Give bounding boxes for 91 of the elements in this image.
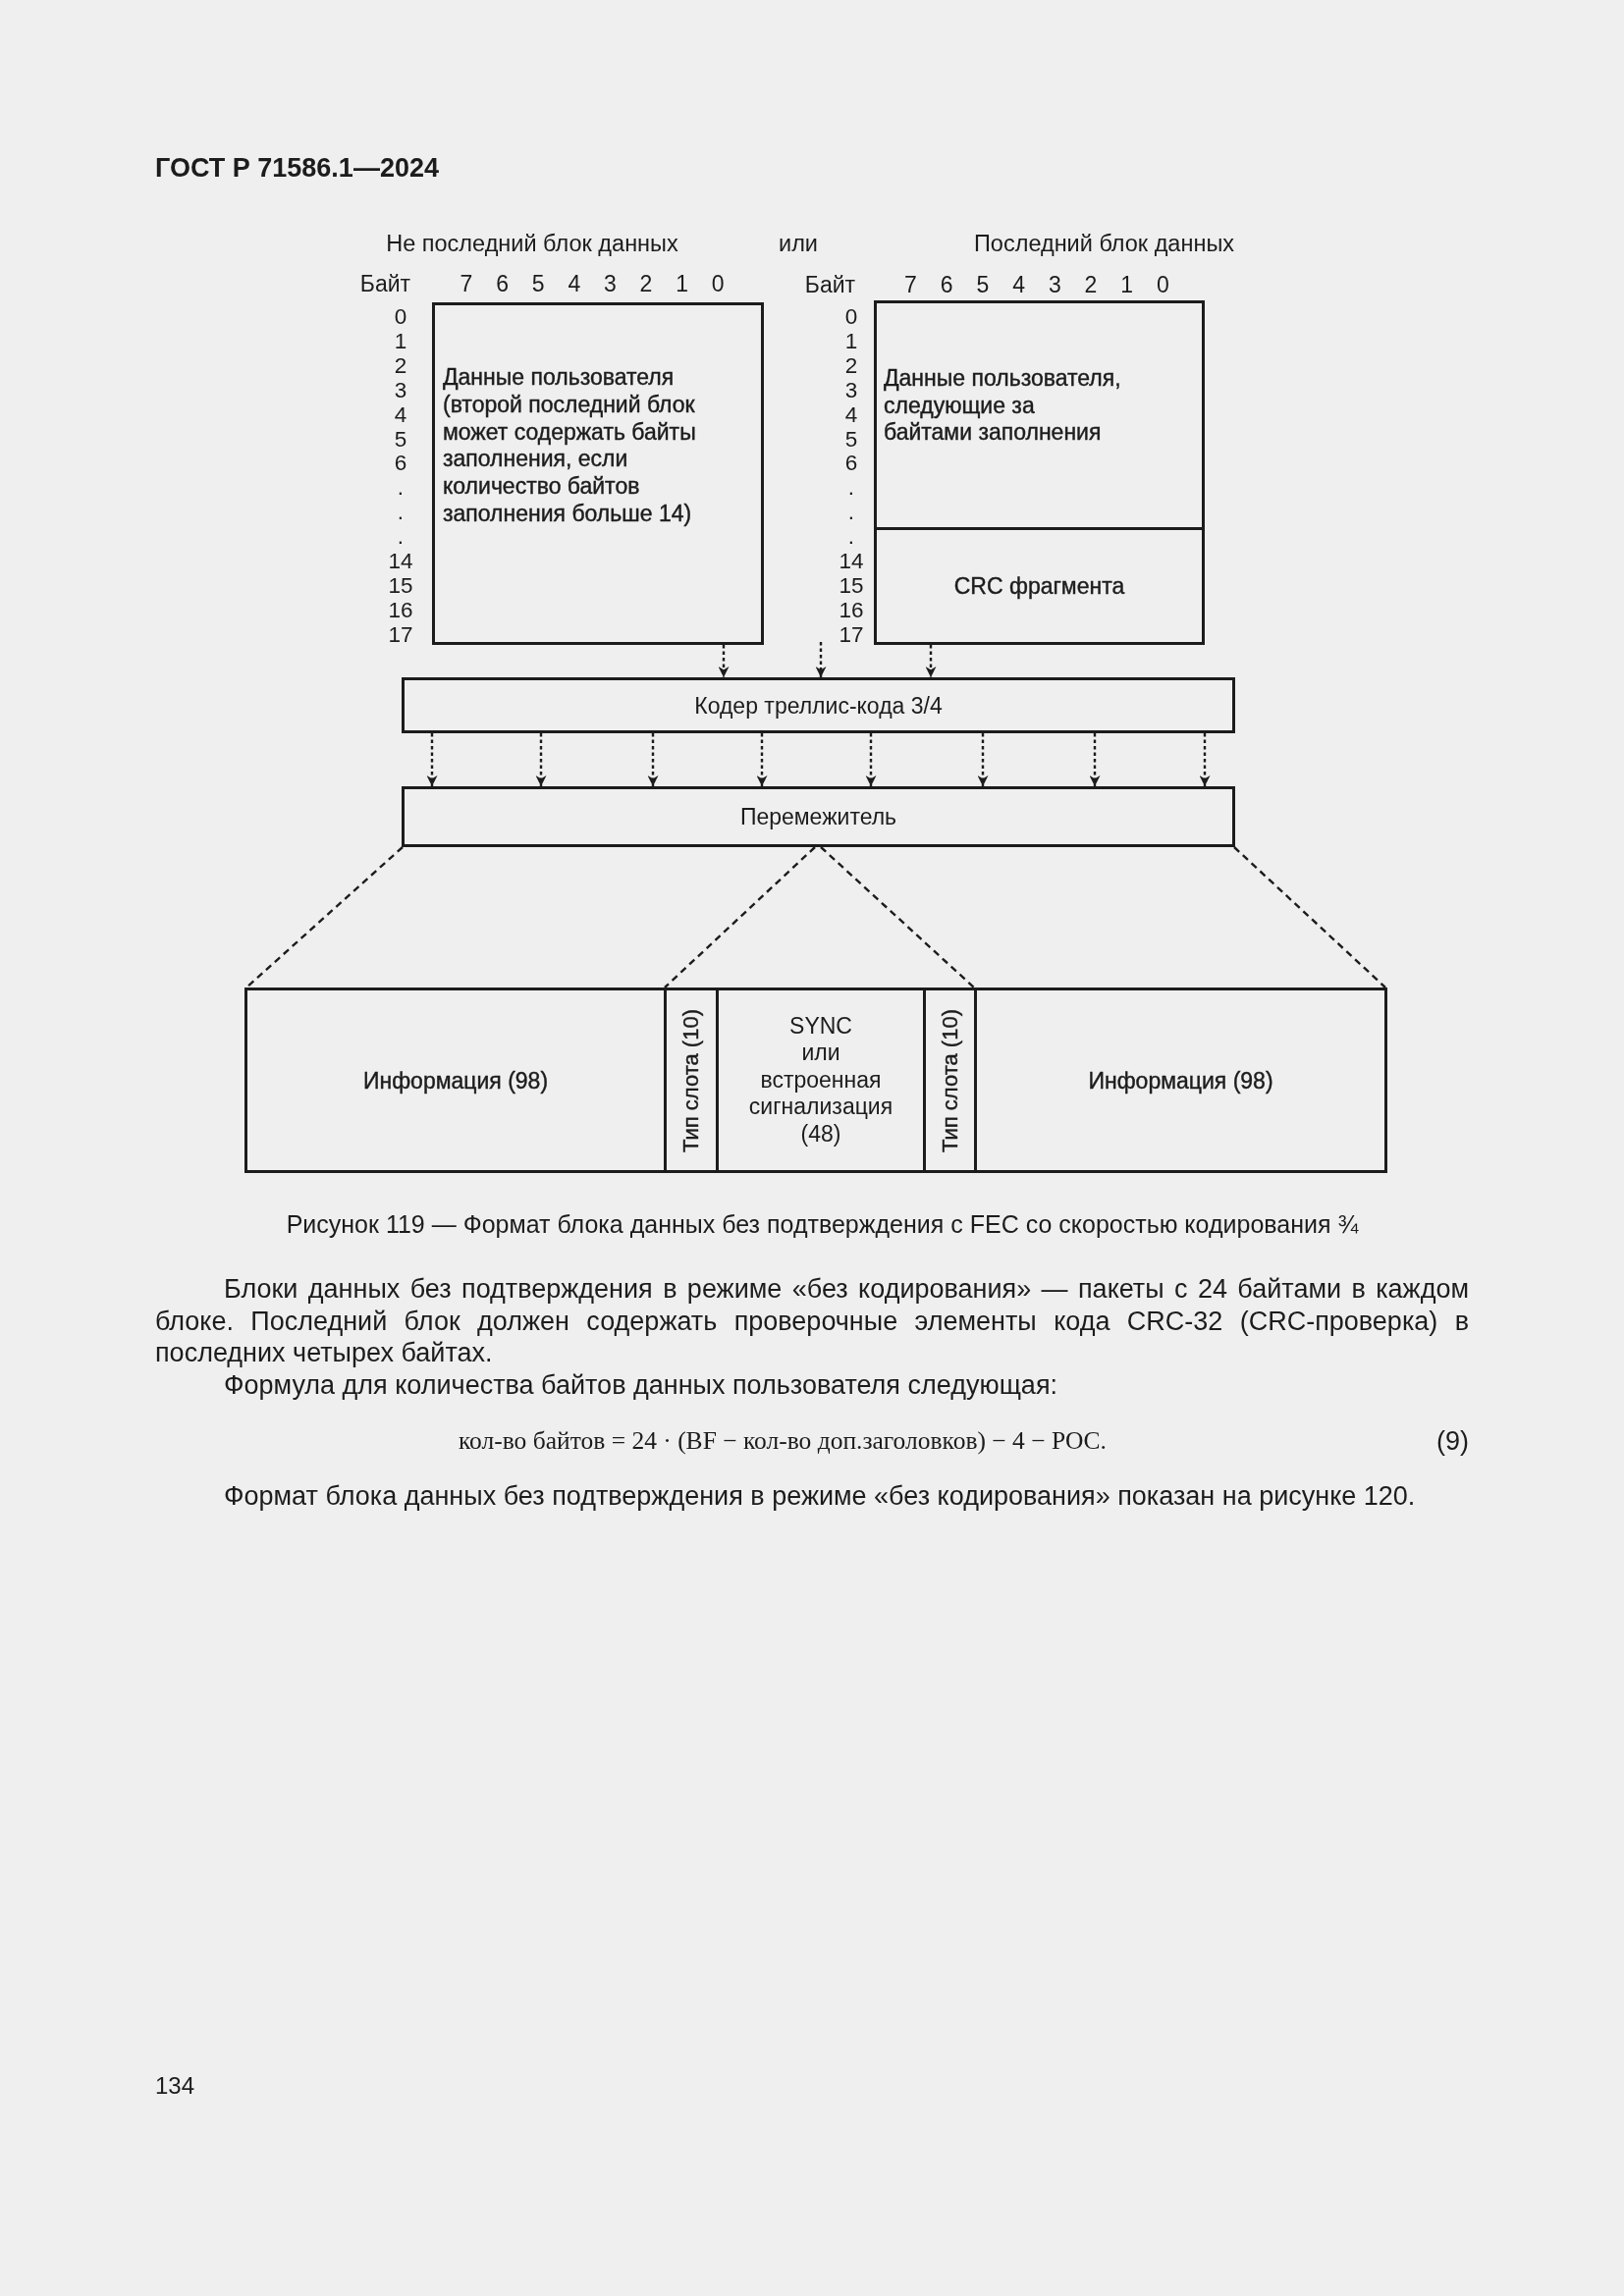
byte-number: 5 [844, 426, 858, 453]
byte-number: 17 [839, 621, 864, 648]
byte-number: 14 [388, 549, 413, 574]
column-heading: Последний блок данных [973, 230, 1235, 257]
byte-number: 16 [388, 597, 413, 623]
byte-number: 4 [844, 401, 858, 428]
information-label: Информация (98) [1088, 1066, 1273, 1095]
byte-number: 6 [844, 451, 858, 477]
dashed-line [1233, 846, 1386, 988]
byte-number: 0 [844, 304, 858, 330]
byte-number: 17 [388, 621, 413, 648]
sync-label: SYNC или встроенная сигнализация (48) [747, 1012, 894, 1148]
page-header: ГОСТ Р 71586.1—2024 [155, 152, 439, 184]
byte-number: 2 [394, 352, 407, 379]
bit-number: 6 [940, 272, 953, 297]
bit-number: 4 [568, 271, 581, 296]
byte-number: 16 [839, 597, 864, 623]
interleaver-block [402, 786, 1235, 847]
or-label: или [779, 230, 818, 257]
dashed-arrow [977, 733, 989, 786]
data-block [432, 302, 764, 645]
figure-caption: Рисунок 119 — Формат блока данных без подтверждения с FEC со скоростью кодирования ¾ [285, 1209, 1360, 1239]
bit-number: 1 [1120, 272, 1134, 297]
column-heading: Не последний блок данных [386, 230, 678, 257]
formula: кол-во байтов = 24 · (BF − кол-во доп.заголовков) − 4 − POC. [459, 1426, 1107, 1456]
bit-number: 3 [604, 271, 617, 296]
bit-number: 3 [1048, 272, 1061, 297]
ellipsis-dot: . [847, 500, 855, 526]
bit-number: 6 [496, 271, 509, 296]
ellipsis-dot: . [847, 524, 855, 551]
byte-number: 5 [394, 426, 407, 453]
dashed-arrow [1089, 733, 1101, 786]
byte-number: 6 [394, 451, 407, 477]
encoder-label: Кодер треллис-кода 3/4 [694, 691, 943, 720]
body-paragraph: Блоки данных без подтверждения в режиме «без кодирования» — пакеты с 24 байтами в каждом блоке. Последний блок должен содержать проверочные элементы кода CRC-32 (CRC-проверка) в последних четырех байтах. [155, 1273, 1469, 1369]
bit-number: 1 [676, 271, 688, 296]
slot-type-field [923, 988, 977, 1173]
dashed-line [820, 846, 975, 988]
ellipsis-dot: . [397, 500, 405, 526]
byte-number: 14 [839, 549, 864, 574]
bit-number: 5 [531, 271, 545, 296]
information-label: Информация (98) [362, 1066, 549, 1095]
crc-label: CRC фрагмента [953, 572, 1125, 600]
sync-field [716, 988, 926, 1173]
bit-number: 2 [639, 271, 653, 296]
dashed-arrow [426, 733, 438, 786]
byte-header: Байт [359, 271, 411, 296]
slot-type-label: Тип слота (10) [677, 1008, 704, 1152]
byte-number: 3 [844, 377, 858, 403]
slot-type-field [664, 988, 719, 1173]
byte-number: 2 [844, 352, 858, 379]
body-paragraph: Формула для количества байтов данных пользователя следующая: [223, 1369, 1058, 1402]
dashed-arrow [865, 733, 877, 786]
dashed-arrow [1199, 733, 1211, 786]
slot-type-label: Тип слота (10) [936, 1008, 963, 1152]
dashed-line [245, 846, 404, 988]
equation-number: (9) [1436, 1426, 1469, 1456]
data-description: Данные пользователя (второй последний блок может содержать байты заполнения, если количество байтов заполнения больше 14) [443, 364, 697, 528]
encoder-block [402, 677, 1235, 733]
bit-number: 5 [976, 272, 990, 297]
bit-number: 4 [1012, 272, 1025, 297]
byte-number: 3 [394, 377, 407, 403]
bit-number: 0 [1157, 272, 1169, 297]
information-field [244, 988, 667, 1173]
byte-number: 15 [839, 572, 864, 599]
information-field [974, 988, 1387, 1173]
ellipsis-dot: . [397, 524, 405, 551]
byte-number: 15 [388, 572, 413, 599]
dashed-arrow [756, 733, 768, 786]
byte-number: 4 [394, 401, 407, 428]
bit-number: 7 [904, 272, 917, 297]
data-block [874, 300, 1205, 645]
ellipsis-dot: . [847, 475, 855, 502]
page-number: 134 [155, 2071, 195, 2101]
dashed-arrow [718, 645, 730, 677]
byte-number: 1 [394, 328, 407, 354]
byte-number: 1 [844, 328, 858, 354]
bit-number: 2 [1084, 272, 1098, 297]
dashed-arrow [815, 642, 827, 677]
data-description: Данные пользователя, следующие за байтами заполнения [884, 365, 1122, 447]
body-paragraph: Формат блока данных без подтверждения в режиме «без кодирования» показан на рисунке 120. [223, 1480, 1417, 1513]
dashed-arrow [647, 733, 659, 786]
dashed-line [664, 846, 816, 988]
bit-number: 7 [460, 271, 473, 296]
dashed-arrow [535, 733, 547, 786]
dashed-arrow [925, 645, 937, 677]
interleaver-label: Перемежитель [739, 803, 897, 830]
byte-header: Байт [804, 272, 856, 297]
ellipsis-dot: . [397, 475, 405, 502]
byte-number: 0 [394, 304, 407, 330]
bit-number: 0 [711, 271, 725, 296]
